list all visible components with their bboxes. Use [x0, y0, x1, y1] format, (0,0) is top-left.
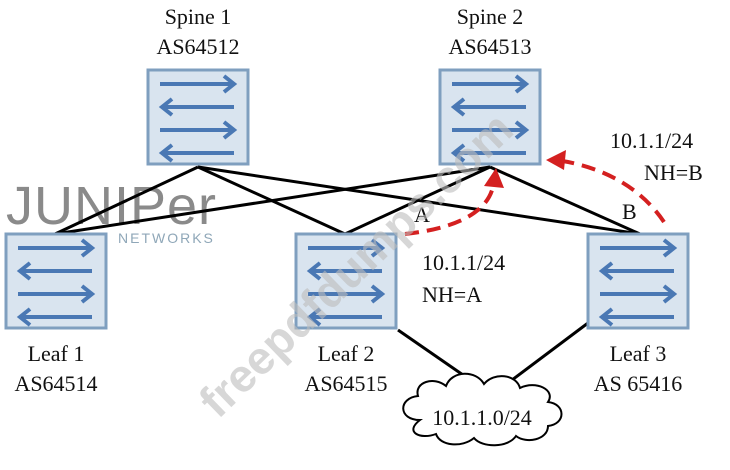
cloud-subnet-label: 10.1.1.0/24: [432, 405, 532, 430]
network-cloud: 10.1.1.0/24: [402, 372, 563, 447]
link-spine2-leaf1: [54, 165, 491, 236]
spine2-name: Spine 2: [457, 4, 524, 29]
link-label-b: B: [622, 199, 637, 224]
link-spine1-leaf1: [54, 165, 199, 236]
route-leaf2-prefix: 10.1.1/24: [422, 250, 505, 275]
switch-leaf1-icon: [4, 232, 108, 330]
arrowhead-leaf3-route: [546, 150, 566, 170]
leaf2-name: Leaf 2: [318, 341, 375, 366]
link-spine2-leaf3: [489, 165, 641, 236]
leaf1-name: Leaf 1: [28, 341, 85, 366]
leaf1-asn: AS64514: [14, 371, 97, 396]
route-advertisements: [404, 158, 666, 236]
route-leaf3-prefix: 10.1.1/24: [610, 128, 693, 153]
switch-spine2-icon: [438, 68, 542, 166]
switch-leaf2-icon: [294, 232, 398, 330]
leaf3-asn: AS 65416: [594, 371, 683, 396]
route-arrow-leaf2-to-spine2: [404, 179, 496, 236]
route-leaf2-nexthop: NH=A: [422, 282, 482, 307]
arrowhead-leaf2-route: [484, 168, 504, 188]
switch-spine1-icon: [146, 68, 250, 166]
switch-leaf3-icon: [586, 232, 690, 330]
spine1-asn: AS64512: [156, 34, 239, 59]
route-arrow-leaf3-to-spine2: [555, 158, 666, 224]
link-label-a: A: [414, 202, 430, 227]
route-leaf3-nexthop: NH=B: [644, 160, 703, 185]
juniper-networks-text: NETWORKS: [118, 230, 215, 246]
spine2-asn: AS64513: [448, 34, 531, 59]
leaf3-name: Leaf 3: [610, 341, 667, 366]
cloud-icon: [402, 372, 563, 447]
link-spine2-leaf2: [344, 165, 491, 236]
spine1-name: Spine 1: [165, 4, 232, 29]
leaf2-asn: AS64515: [304, 371, 387, 396]
